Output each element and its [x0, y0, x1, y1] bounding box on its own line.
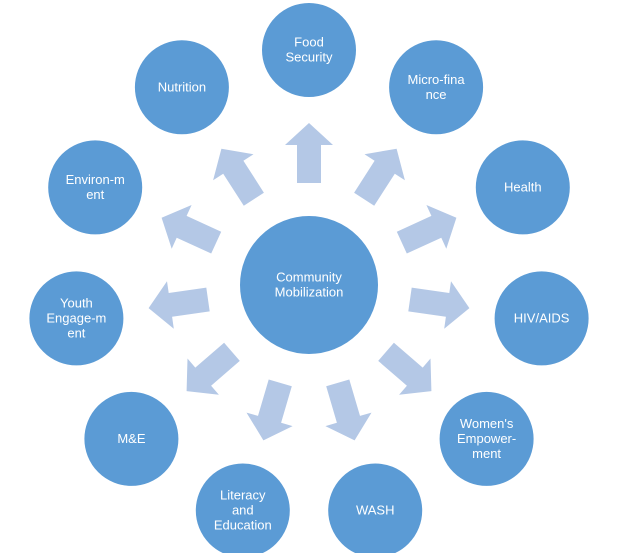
node-nutrition: Nutrition — [132, 38, 231, 137]
node-label-line: Education — [214, 517, 272, 532]
node-label-line: Literacy — [220, 487, 266, 502]
arrow-to-hiv-aids — [408, 281, 470, 329]
node-circle — [27, 269, 126, 368]
node-circle — [260, 1, 358, 99]
node-label-line: Environ-m — [66, 172, 125, 187]
node-health: Health — [473, 138, 572, 237]
node-label-line: WASH — [356, 502, 395, 517]
node-circle — [387, 38, 486, 137]
node-label-line: Food — [294, 35, 324, 50]
node-label-line: and — [232, 502, 254, 517]
arrow-to-literacy-and-education — [246, 379, 293, 441]
node-circle — [492, 269, 591, 368]
node-label-line: ent — [86, 187, 104, 202]
center-label-line: Community — [276, 270, 342, 285]
center-circle — [238, 214, 380, 356]
arrows-group — [148, 123, 470, 441]
node-circle — [437, 389, 536, 488]
node-m-and-e: M&E — [82, 389, 181, 488]
node-label-line: ment — [472, 446, 501, 461]
center-label-line: Mobilization — [275, 285, 344, 300]
node-circle — [46, 138, 145, 237]
node-circle — [473, 138, 572, 237]
node-label-line: Security — [286, 50, 333, 65]
node-label-line: Empower- — [457, 431, 516, 446]
arrow-to-micro-finance — [354, 148, 405, 206]
node-wash: WASH — [326, 461, 425, 553]
node-label-line: Health — [504, 179, 542, 194]
node-circle — [326, 461, 425, 553]
node-hiv-aids: HIV/AIDS — [492, 269, 591, 368]
node-environment: Environ-ment — [46, 138, 145, 237]
node-label-line: ent — [67, 325, 85, 340]
arrow-to-womens-empowerment — [378, 342, 432, 395]
node-label-line: Engage-m — [46, 310, 106, 325]
arrow-to-wash — [325, 379, 372, 441]
node-label-line: Nutrition — [158, 79, 206, 94]
arrow-to-food-security — [285, 123, 333, 183]
node-label-line: Youth — [60, 295, 93, 310]
node-circle — [82, 389, 181, 488]
node-label-line: M&E — [117, 431, 146, 446]
arrow-to-health — [396, 205, 457, 254]
node-circle — [132, 38, 231, 137]
arrow-to-youth-engagement — [148, 281, 210, 329]
node-circle — [193, 461, 292, 553]
node-label-line: HIV/AIDS — [514, 310, 570, 325]
arrow-to-m-and-e — [186, 342, 240, 395]
arrow-to-environment — [161, 205, 222, 254]
node-label-line: nce — [426, 87, 447, 102]
arrow-to-nutrition — [213, 148, 264, 206]
node-label-line: Micro-fina — [408, 72, 466, 87]
node-label-line: Women's — [460, 416, 514, 431]
